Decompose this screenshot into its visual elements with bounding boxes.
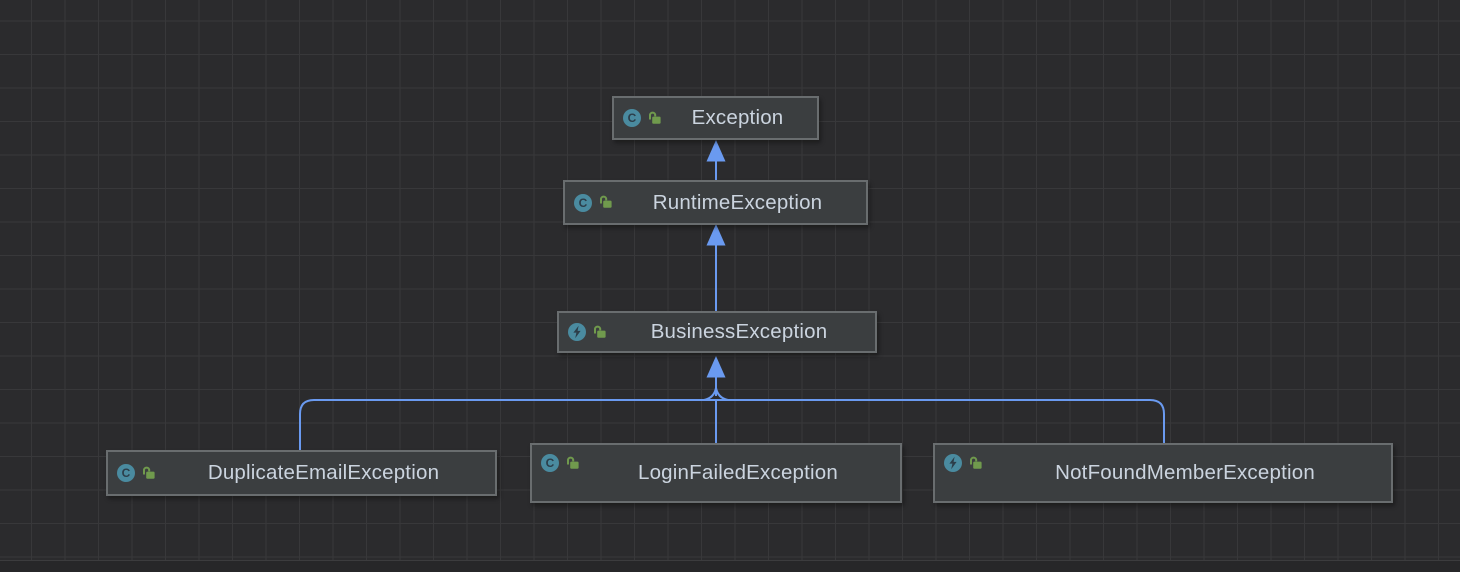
class-icon: C bbox=[541, 454, 559, 472]
class-node-duplicate-email-exception[interactable]: C DuplicateEmailException bbox=[106, 450, 497, 496]
node-icons bbox=[559, 323, 607, 341]
node-icons: C bbox=[614, 109, 662, 127]
canvas-edge-strip bbox=[0, 560, 1460, 572]
class-icon: C bbox=[574, 193, 592, 212]
class-node-not-found-member-exception[interactable]: NotFoundMemberException bbox=[933, 443, 1393, 503]
node-icons bbox=[935, 454, 983, 472]
class-icon: C bbox=[117, 464, 135, 482]
node-icons: C bbox=[565, 193, 613, 212]
class-node-business-exception[interactable]: BusinessException bbox=[557, 311, 877, 353]
node-icons: C bbox=[532, 454, 580, 472]
class-node-runtime-exception[interactable]: C RuntimeException bbox=[563, 180, 868, 225]
exception-class-icon bbox=[568, 323, 586, 341]
edge-runtime-to-exception bbox=[706, 140, 726, 180]
unlocked-icon bbox=[647, 110, 662, 125]
class-name-label: RuntimeException bbox=[652, 190, 823, 214]
unlocked-icon bbox=[565, 455, 580, 470]
class-name-label: Exception bbox=[691, 106, 784, 129]
class-icon: C bbox=[623, 109, 641, 127]
unlocked-icon bbox=[141, 465, 156, 480]
class-node-exception[interactable]: C Exception bbox=[612, 96, 819, 140]
class-name-label: DuplicateEmailException bbox=[207, 461, 440, 484]
edge-business-to-runtime bbox=[706, 224, 726, 311]
unlocked-icon bbox=[598, 194, 613, 209]
exception-class-icon bbox=[944, 454, 962, 472]
class-node-login-failed-exception[interactable]: C LoginFailedException bbox=[530, 443, 902, 503]
edge-children-to-business bbox=[299, 356, 1165, 450]
class-name-label: BusinessException bbox=[650, 320, 828, 343]
unlocked-icon bbox=[968, 455, 983, 470]
class-name-label: NotFoundMemberException bbox=[1055, 461, 1315, 484]
node-icons: C bbox=[108, 464, 156, 482]
class-name-label: LoginFailedException bbox=[637, 461, 839, 484]
unlocked-icon bbox=[592, 324, 607, 339]
